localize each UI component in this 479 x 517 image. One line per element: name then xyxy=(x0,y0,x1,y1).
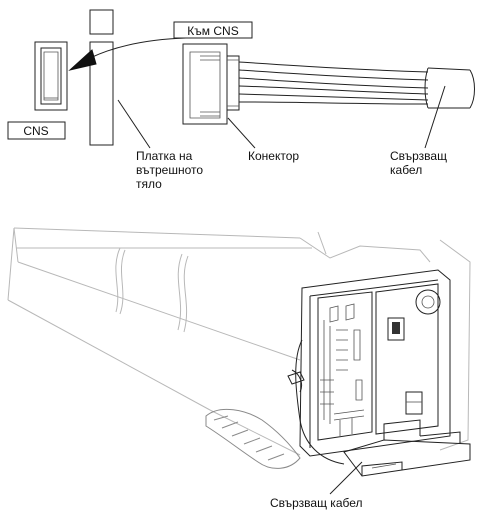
cable-label-bottom: Свързващ кабел xyxy=(270,496,363,510)
connecting-cable-bottom xyxy=(287,339,345,465)
indoor-board-label-3: тяло xyxy=(136,177,162,191)
curved-arrow-icon xyxy=(68,37,187,71)
connecting-cable-wires xyxy=(238,61,475,109)
cable-tray xyxy=(343,419,471,477)
cns-label: CNS xyxy=(23,124,48,138)
indoor-board-label-1: Платка на xyxy=(136,149,193,163)
to-cns-label-box xyxy=(173,21,253,39)
unit-foot-grille xyxy=(205,408,301,469)
indoor-board-leader xyxy=(117,99,151,149)
connector-leader xyxy=(227,117,256,149)
connector-label: Конектор xyxy=(248,149,299,163)
electrical-box xyxy=(299,269,451,457)
indoor-pcb-strip xyxy=(89,9,114,146)
cns-socket: CNS xyxy=(7,41,68,140)
indoor-board-label-2: вътрешното xyxy=(136,163,203,177)
cable-label-top-2: кабел xyxy=(390,163,422,177)
connector-plug: Към CNS xyxy=(173,21,253,125)
cns-label-box xyxy=(7,121,66,140)
cable-leader-top xyxy=(424,85,446,149)
to-cns-label: Към CNS xyxy=(187,24,238,38)
indoor-unit-body xyxy=(7,227,471,456)
cable-leader-bottom xyxy=(329,461,363,495)
cable-label-top-1: Свързващ xyxy=(390,149,447,163)
